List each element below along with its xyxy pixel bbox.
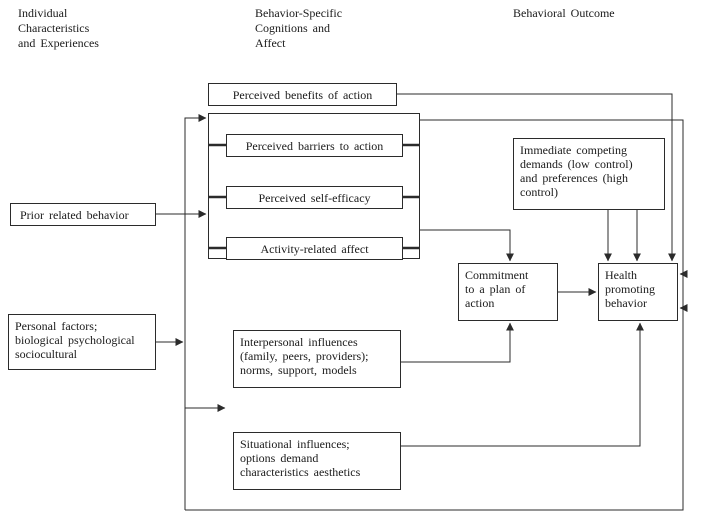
box-perceived-self-efficacy: Perceived self-efficacy bbox=[226, 186, 403, 209]
box-interpersonal-influences: Interpersonal influences (family, peers,… bbox=[233, 330, 401, 388]
box-situational-influences: Situational influences; options demand c… bbox=[233, 432, 401, 490]
box-perceived-barriers: Perceived barriers to action bbox=[226, 134, 403, 157]
box-prior-related-behavior: Prior related behavior bbox=[10, 203, 156, 226]
box-personal-factors: Personal factors; biological psychologic… bbox=[8, 314, 156, 370]
header-behavior-specific-cognitions: Behavior-Specific Cognitions and Affect bbox=[255, 6, 343, 50]
box-health-promoting-behavior: Health promoting behavior bbox=[598, 263, 678, 321]
box-perceived-benefits: Perceived benefits of action bbox=[208, 83, 397, 106]
arrow-interpersonal-to-commitment bbox=[401, 322, 514, 363]
arrow-spine-to-cognitions bbox=[184, 114, 207, 510]
box-immediate-competing-demands: Immediate competing demands (low control… bbox=[513, 138, 665, 210]
arrow-cognitions-to-commitment bbox=[420, 229, 514, 262]
header-behavioral-outcome: Behavioral Outcome bbox=[513, 6, 615, 20]
arrow-situational-to-health bbox=[401, 322, 644, 447]
header-individual-characteristics: Individual Characteristics and Experienc… bbox=[18, 6, 99, 50]
box-activity-related-affect: Activity-related affect bbox=[226, 237, 403, 260]
box-commitment-to-plan: Commitment to a plan of action bbox=[458, 263, 558, 321]
